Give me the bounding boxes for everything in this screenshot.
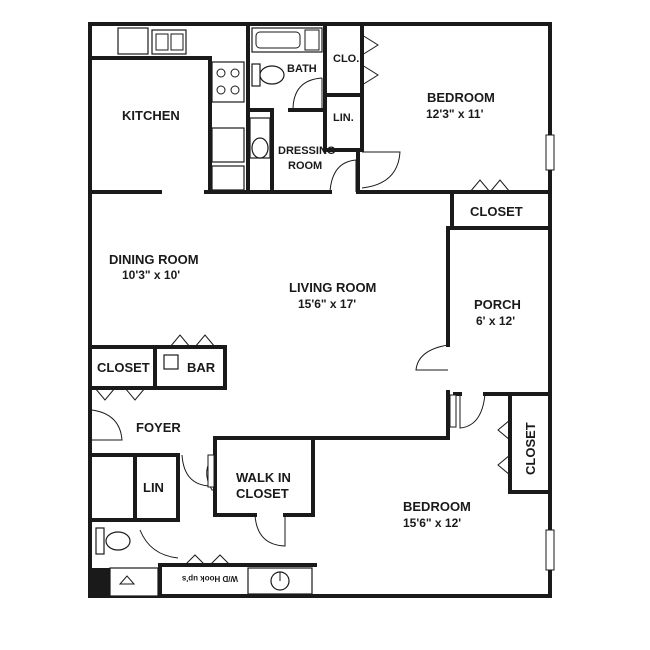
dining-room-size: 10'3" x 10' bbox=[122, 268, 180, 282]
dressing-room-label-line1: DRESSING bbox=[278, 145, 335, 157]
stove-icon bbox=[211, 61, 245, 103]
toilet-icon-2 bbox=[95, 527, 131, 555]
porch-size: 6' x 12' bbox=[476, 314, 515, 328]
door-swings bbox=[91, 77, 486, 559]
bedroom-2-label: BEDROOM bbox=[403, 499, 471, 514]
living-room-size: 15'6" x 17' bbox=[298, 297, 356, 311]
kitchen-label: KITCHEN bbox=[122, 108, 180, 123]
bifold-doors bbox=[94, 34, 511, 566]
interior-walls bbox=[90, 22, 552, 598]
toilet-icon bbox=[251, 63, 285, 87]
walk-in-closet-label-line2: CLOSET bbox=[236, 486, 289, 501]
closet-clo-label: CLO. bbox=[333, 53, 359, 65]
living-room-label: LIVING ROOM bbox=[289, 280, 376, 295]
bar-label: BAR bbox=[187, 360, 216, 375]
bedroom-2-size: 15'6" x 12' bbox=[403, 516, 461, 530]
bedroom-1-label: BEDROOM bbox=[427, 90, 495, 105]
bar-sink-icon bbox=[163, 354, 179, 370]
foyer-label: FOYER bbox=[136, 420, 181, 435]
kitchen-cabinet bbox=[117, 27, 149, 55]
linen-bottom-label: LIN bbox=[143, 480, 164, 495]
shower-icon bbox=[92, 567, 159, 597]
linen-top-label: LIN. bbox=[333, 112, 354, 124]
dining-room-label: DINING ROOM bbox=[109, 252, 199, 267]
bedroom-2-closet-label: CLOSET bbox=[523, 422, 538, 475]
water-heater-icon bbox=[247, 567, 313, 595]
fixtures bbox=[92, 27, 323, 597]
sink-icon bbox=[249, 117, 271, 159]
bath-label: BATH bbox=[287, 63, 317, 75]
exterior-walls bbox=[88, 22, 552, 598]
porch-label: PORCH bbox=[474, 297, 521, 312]
walk-in-closet-label-line1: WALK IN bbox=[236, 470, 291, 485]
dressing-room-label-line2: ROOM bbox=[288, 160, 322, 172]
room-labels: KITCHEN BATH CLO. LIN. DRESSING ROOM BED… bbox=[97, 53, 538, 583]
windows bbox=[207, 134, 555, 571]
foyer-closet-label: CLOSET bbox=[97, 360, 150, 375]
wd-hookups-label: W/D Hook up's bbox=[181, 574, 238, 583]
bedroom-1-size: 12'3" x 11' bbox=[426, 107, 484, 121]
fridge-icon bbox=[211, 127, 245, 163]
bedroom-1-closet-label: CLOSET bbox=[470, 204, 523, 219]
